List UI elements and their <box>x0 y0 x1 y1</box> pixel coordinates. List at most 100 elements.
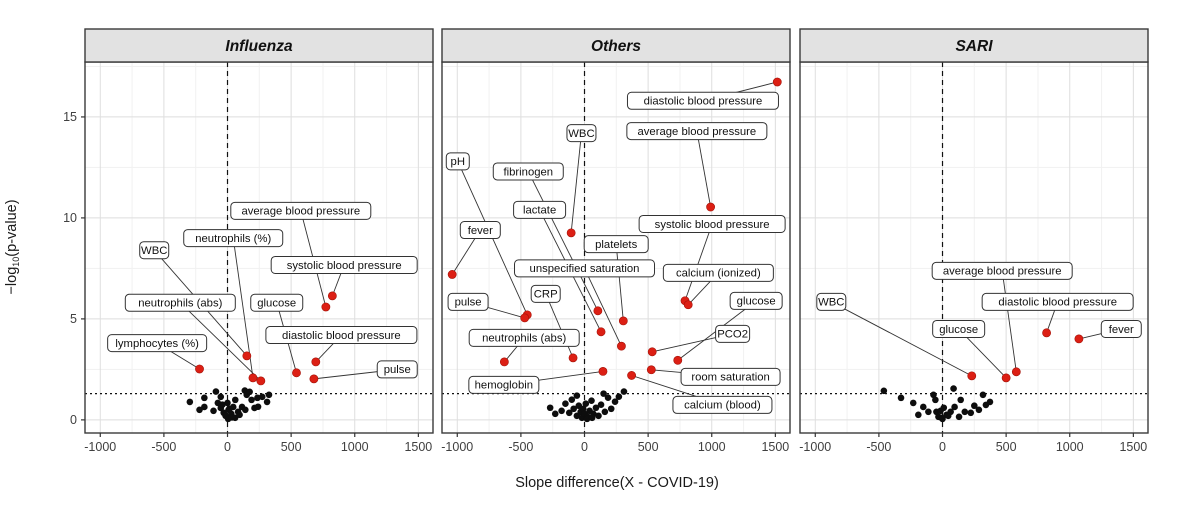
point-label: diastolic blood pressure <box>981 292 1134 311</box>
data-point <box>595 412 602 420</box>
data-point <box>592 404 600 412</box>
point-label-box <box>139 241 170 260</box>
data-point <box>217 393 225 401</box>
point-label-box <box>124 293 236 312</box>
point-label-box <box>981 292 1134 311</box>
x-axis-tick-label: -1000 <box>799 440 831 454</box>
point-label: calcium (ionized) <box>662 263 774 282</box>
significant-data-point <box>195 364 204 374</box>
point-label-text: systolic blood pressure <box>287 260 402 272</box>
point-label: lymphocytes (%) <box>107 334 208 353</box>
data-point <box>975 406 983 414</box>
point-label-text: average blood pressure <box>638 126 757 138</box>
point-label-box <box>715 324 751 343</box>
data-point <box>246 388 253 396</box>
x-axis-title: Slope difference(X - COVID-19) <box>515 475 719 491</box>
data-point <box>597 401 605 409</box>
point-label-box <box>459 221 501 240</box>
panel-sari: average blood pressure diastolic blood pr… <box>799 61 1149 454</box>
point-label-text: lactate <box>523 205 556 217</box>
point-label-box <box>816 292 847 311</box>
x-axis-tick-label: -1000 <box>84 440 116 454</box>
point-label-box <box>447 292 489 311</box>
data-point <box>944 412 952 420</box>
point-label-box <box>230 201 372 220</box>
point-label: fever <box>459 221 501 240</box>
x-axis-tick-label: 1500 <box>1119 440 1147 454</box>
x-axis-tick-label: -500 <box>151 440 176 454</box>
y-axis-title-prefix: −log <box>4 267 20 295</box>
data-point <box>961 408 969 416</box>
y-axis-title: −log10(p-value) <box>4 199 21 294</box>
x-axis-tick-label: 0 <box>224 440 231 454</box>
data-point <box>546 404 554 412</box>
point-label-box <box>514 259 656 278</box>
point-label-text: CRP <box>534 289 558 301</box>
point-label-box <box>729 291 783 310</box>
point-label-box <box>376 360 418 379</box>
significant-data-point <box>617 341 626 351</box>
data-point <box>583 415 591 423</box>
point-label: hemoglobin <box>468 375 540 394</box>
point-label-text: calcium (ionized) <box>676 268 761 280</box>
data-point <box>228 414 236 421</box>
panel-title-others: Others <box>591 38 641 55</box>
data-point <box>186 398 194 406</box>
panel-header-box <box>84 28 434 63</box>
point-label: room saturation <box>680 367 781 386</box>
point-label-text: average blood pressure <box>943 266 1062 278</box>
data-point <box>925 408 932 416</box>
data-point <box>897 394 905 402</box>
point-label-text: systolic blood pressure <box>655 219 770 231</box>
point-label-box <box>662 263 774 282</box>
point-label-text: glucose <box>737 296 776 308</box>
label-leader-line <box>615 244 624 321</box>
significant-data-point <box>967 371 977 381</box>
significant-data-point <box>292 368 301 378</box>
data-point <box>254 403 262 411</box>
point-label: unspecified saturation <box>514 259 656 278</box>
point-label: PCO2 <box>715 324 751 343</box>
label-leader-line <box>545 293 574 359</box>
point-label-text: average blood pressure <box>241 206 360 218</box>
point-label-text: fever <box>468 225 493 237</box>
point-label-text: diastolic blood pressure <box>282 330 401 342</box>
point-label-text: pulse <box>455 297 482 309</box>
point-label-box <box>583 235 649 254</box>
significant-data-point <box>256 376 266 386</box>
significant-data-point <box>321 302 331 312</box>
significant-data-point <box>1042 328 1051 338</box>
point-label-box <box>1100 319 1142 338</box>
significant-data-point <box>520 313 530 323</box>
point-label-box <box>107 334 208 353</box>
x-axis-tick-label: 0 <box>581 440 588 454</box>
data-point <box>224 399 231 407</box>
data-point <box>582 400 590 408</box>
data-point <box>880 387 888 395</box>
data-point <box>930 391 937 399</box>
data-point <box>248 396 255 404</box>
point-label-text: room saturation <box>691 372 770 384</box>
point-label: platelets <box>583 235 649 254</box>
data-point <box>957 396 965 404</box>
significant-data-point <box>593 306 603 316</box>
x-axis-tick-label: 1000 <box>341 440 369 454</box>
x-axis-tick-label: -500 <box>866 440 891 454</box>
point-label-text: WBC <box>818 297 844 309</box>
panel-header-sari: SARI <box>799 28 1149 63</box>
y-axis-tick-label: 10 <box>63 211 77 225</box>
significant-data-point <box>683 300 693 310</box>
x-axis-tick-label: 1500 <box>404 440 432 454</box>
point-label-text: WBC <box>141 245 167 257</box>
data-point <box>940 404 948 412</box>
point-label-box <box>638 214 786 233</box>
data-point <box>565 409 573 417</box>
significant-data-point <box>647 347 657 357</box>
point-label: fibrinogen <box>492 162 564 181</box>
label-leader-line <box>1001 270 1017 372</box>
data-point <box>573 392 581 399</box>
